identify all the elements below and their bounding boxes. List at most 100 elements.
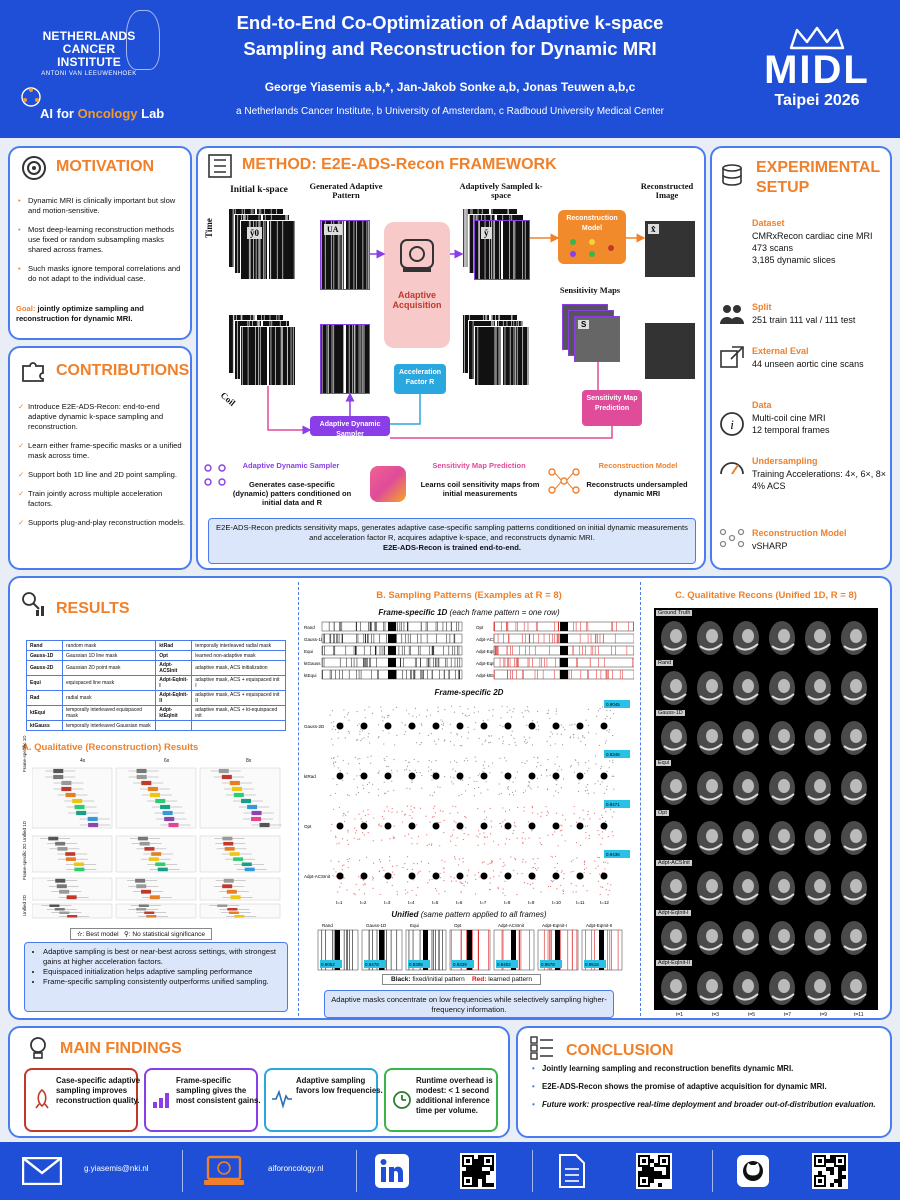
stripe-pattern (478, 221, 526, 279)
sample-point (484, 818, 486, 821)
sample-point (332, 778, 334, 780)
sample-point (450, 876, 452, 878)
sample-point (365, 821, 367, 823)
sample-point (597, 880, 599, 882)
sliders-icon (208, 154, 232, 178)
sample-point (560, 884, 562, 886)
sample-point (360, 739, 362, 742)
sample-point (444, 708, 446, 711)
qr-cell (666, 1175, 670, 1179)
sample-point (433, 740, 436, 742)
sample-point (499, 724, 501, 726)
sample-point (573, 813, 575, 815)
boxplot-box (136, 768, 147, 774)
sample-point (408, 713, 410, 715)
qr-cell (474, 1175, 478, 1179)
sample-point (511, 791, 514, 793)
model-network-icon (719, 528, 745, 548)
boxplot-box (164, 816, 175, 822)
recon-heart (850, 829, 862, 843)
qr-pattern-icon (814, 1155, 846, 1187)
document-icon[interactable] (558, 1153, 586, 1189)
sample-point (419, 807, 422, 809)
undersampling-item: 4% ACS (752, 481, 786, 491)
sample-point (364, 884, 366, 886)
col-label: 8x (246, 758, 252, 764)
recon-edge (807, 843, 831, 851)
motivation-bullet: Most deep-learning reconstruction method… (16, 225, 188, 255)
pattern-row-label: Adpt-ACSInit (476, 637, 503, 642)
sample-point (368, 792, 370, 794)
acs-center (600, 722, 608, 730)
data-list: Multi-coil cine MRI 12 temporal frames (752, 412, 830, 436)
sample-point (601, 781, 603, 783)
sample-point (330, 860, 332, 862)
sample-point (507, 787, 509, 789)
sample-point (415, 742, 418, 744)
sample-point (418, 714, 421, 716)
boxplot-box (222, 884, 233, 889)
sample-point (442, 810, 444, 812)
sample-point (473, 712, 475, 714)
sample-point (405, 709, 408, 711)
sample-point (608, 889, 611, 891)
sample-point (532, 858, 534, 860)
score-badge (540, 960, 562, 968)
linkedin-qr-code[interactable] (460, 1153, 496, 1189)
boxplot-box (59, 911, 70, 914)
sample-point (439, 821, 441, 824)
sample-point (333, 808, 335, 810)
boxplot-frame (32, 877, 113, 901)
score-badge (604, 750, 630, 758)
sample-point (417, 887, 419, 889)
laptop-icon[interactable] (202, 1155, 246, 1187)
sample-point (411, 781, 413, 784)
sample-point (368, 733, 370, 735)
boxplot-box (87, 816, 98, 822)
email-link[interactable]: g.yiasemis@nki.nl (84, 1164, 149, 1173)
recon-model-text: vSHARP (752, 541, 788, 551)
sample-point (606, 730, 608, 732)
puzzle-icon (22, 362, 44, 382)
sample-point (505, 760, 507, 762)
sample-point (526, 760, 528, 762)
sample-point (454, 858, 456, 860)
sample-point (587, 825, 589, 827)
sample-point (561, 744, 564, 746)
qr-cell (838, 1175, 842, 1179)
sample-point (359, 838, 361, 840)
sample-point (406, 787, 408, 789)
recon-edge (771, 793, 795, 801)
sample-point (420, 742, 423, 744)
legend-desc: adaptive mask, ACS + equispaced init II (191, 690, 286, 706)
website-link[interactable]: aiforoncology.nl (268, 1164, 324, 1173)
sample-point (345, 814, 347, 816)
sample-point (432, 795, 434, 797)
linkedin-icon[interactable] (374, 1153, 410, 1189)
score-badge (604, 850, 630, 858)
sample-point (453, 760, 456, 762)
sample-point (467, 726, 469, 729)
github-qr-code[interactable] (812, 1153, 848, 1189)
github-icon[interactable] (736, 1154, 770, 1188)
recon-frame-labels: t=1 t=3 t=5 t=7 t=9 t=11 (654, 1012, 878, 1018)
sample-point (391, 807, 393, 810)
sample-point (575, 891, 577, 893)
sample-point (403, 814, 406, 816)
acs-center (504, 872, 512, 880)
sample-point (362, 832, 364, 834)
paper-qr-code[interactable] (636, 1153, 672, 1189)
sample-point (388, 714, 390, 716)
setup-title-2: SETUP (756, 179, 810, 196)
boxplot-box (137, 836, 148, 841)
sample-point (386, 765, 388, 768)
sample-point (411, 817, 413, 819)
sample-point (357, 838, 359, 840)
sample-point (481, 862, 484, 864)
sample-point (391, 865, 394, 867)
sample-point (453, 711, 456, 713)
sample-point (536, 757, 539, 759)
email-icon[interactable] (22, 1157, 62, 1185)
fs2d-row-label: Opt (304, 824, 312, 829)
ua-label: UA (324, 224, 342, 235)
